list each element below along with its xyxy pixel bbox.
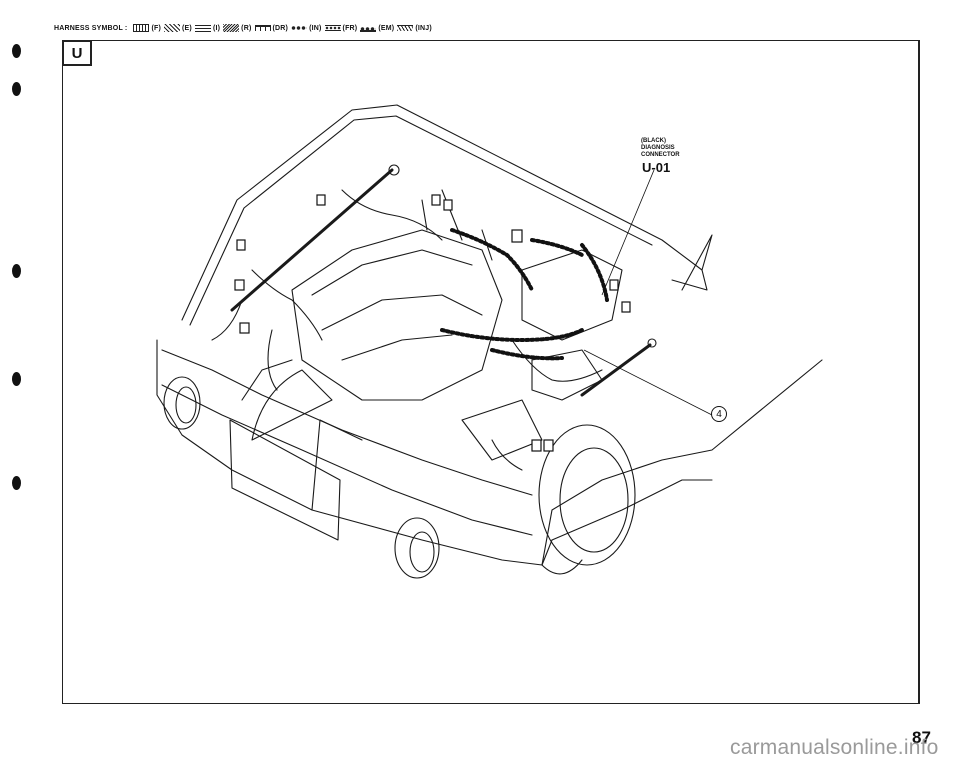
legend-item-f: (F) [133, 24, 161, 32]
legend-item-r: (R) [223, 24, 251, 32]
harness-engine-pattern-icon [164, 24, 181, 32]
watermark: carmanualsonline.info [730, 736, 939, 759]
harness-interior-pattern-icon [291, 24, 308, 32]
connector-line1: DIAGNOSIS [641, 145, 675, 151]
legend-item-in: (IN) [291, 24, 321, 32]
binder-hole [12, 476, 21, 490]
callout-number: 4 [711, 406, 727, 422]
legend-item-em: (EM) [360, 24, 394, 32]
harness-injector-pattern-icon [397, 25, 414, 31]
harness-front-pattern-icon [133, 24, 150, 32]
harness-symbol-legend: HARNESS SYMBOL : (F) (E) (I) (R) (DR) (I… [54, 20, 435, 36]
binder-hole [12, 372, 21, 386]
binder-hole [12, 44, 21, 58]
engine-bay-illustration [156, 104, 823, 579]
binder-hole [12, 82, 21, 96]
harness-emission-pattern-icon [360, 24, 377, 32]
connector-color: (BLACK) [641, 138, 666, 144]
legend-title: HARNESS SYMBOL : [54, 24, 128, 32]
harness-door-pattern-icon [254, 25, 271, 31]
connector-label: (BLACK) DIAGNOSIS CONNECTOR [641, 138, 680, 159]
connector-code: U-01 [642, 160, 671, 175]
legend-item-dr: (DR) [254, 25, 289, 32]
legend-item-i: (I) [194, 24, 220, 32]
legend-item-inj: (INJ) [397, 25, 432, 32]
harness-front-room-pattern-icon [324, 25, 341, 31]
connector-line2: CONNECTOR [641, 152, 680, 158]
harness-rear-pattern-icon [223, 24, 240, 32]
page-number: 87 [912, 728, 931, 747]
harness-instrument-pattern-icon [194, 24, 211, 32]
diagram-frame [62, 40, 920, 704]
binder-hole [12, 264, 21, 278]
legend-item-e: (E) [164, 24, 192, 32]
legend-item-fr: (FR) [324, 25, 358, 32]
section-badge: U [62, 40, 92, 66]
